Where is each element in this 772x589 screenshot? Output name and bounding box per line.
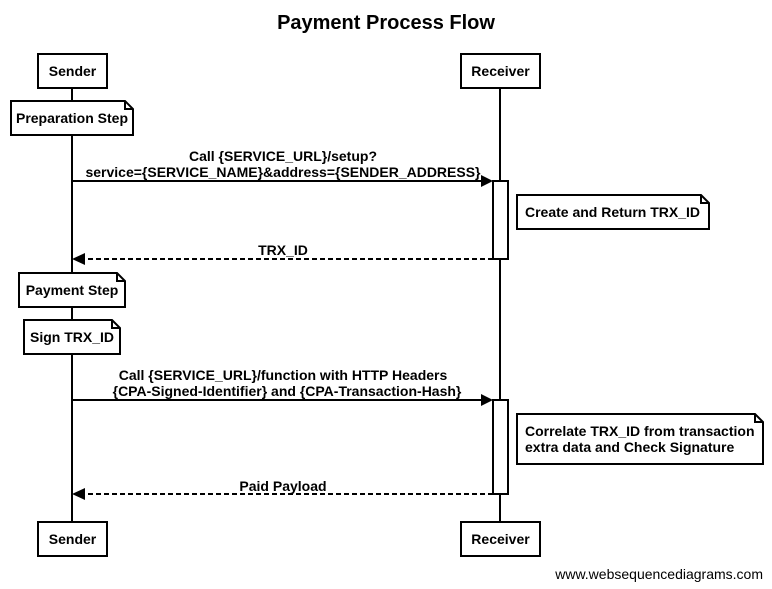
note-correlate-label-line1: Correlate TRX_ID from transaction <box>525 423 755 439</box>
note-sign-trx-id: Sign TRX_ID <box>23 319 121 355</box>
note-correlate-label-line2: extra data and Check Signature <box>525 439 735 455</box>
note-correlate: Correlate TRX_ID from transaction extra … <box>516 413 764 465</box>
arrowhead-solid <box>481 394 493 406</box>
message-paid-payload-label: Paid Payload <box>239 478 326 494</box>
message-setup-label-line2: service={SERVICE_NAME}&address={SENDER_A… <box>85 164 481 180</box>
message-paid-payload: Paid Payload <box>72 478 493 500</box>
participant-sender-bottom: Sender <box>37 521 108 557</box>
message-trx-id-return: TRX_ID <box>72 242 493 265</box>
diagram-title: Payment Process Flow <box>277 12 495 34</box>
message-setup-call: Call {SERVICE_URL}/setup? service={SERVI… <box>72 148 493 187</box>
note-preparation-label: Preparation Step <box>16 110 128 126</box>
participant-receiver-bottom: Receiver <box>460 521 541 557</box>
receiver-activation-function <box>492 399 509 495</box>
arrowhead-solid <box>72 488 85 500</box>
watermark: www.websequencediagrams.com <box>554 566 763 582</box>
participant-sender-top: Sender <box>37 53 108 89</box>
note-payment-label: Payment Step <box>26 282 119 298</box>
message-function-label-line1: Call {SERVICE_URL}/function with HTTP He… <box>119 367 448 383</box>
arrowhead-solid <box>481 175 493 187</box>
message-function-call: Call {SERVICE_URL}/function with HTTP He… <box>72 367 493 406</box>
note-payment-step: Payment Step <box>18 272 126 308</box>
message-setup-label-line1: Call {SERVICE_URL}/setup? <box>189 148 377 164</box>
participant-receiver-label: Receiver <box>471 63 530 79</box>
message-trx-id-label: TRX_ID <box>258 242 308 258</box>
participant-receiver-label: Receiver <box>471 531 530 547</box>
participant-sender-label: Sender <box>49 531 97 547</box>
participant-sender-label: Sender <box>49 63 97 79</box>
note-create-return: Create and Return TRX_ID <box>516 194 710 230</box>
participant-receiver-top: Receiver <box>460 53 541 89</box>
message-function-label-line2: {CPA-Signed-Identifier} and {CPA-Transac… <box>113 383 462 399</box>
note-create-return-label: Create and Return TRX_ID <box>525 204 700 220</box>
note-sign-label: Sign TRX_ID <box>30 329 114 345</box>
receiver-activation-setup <box>492 180 509 260</box>
note-preparation-step: Preparation Step <box>10 100 134 136</box>
arrowhead-solid <box>72 253 85 265</box>
